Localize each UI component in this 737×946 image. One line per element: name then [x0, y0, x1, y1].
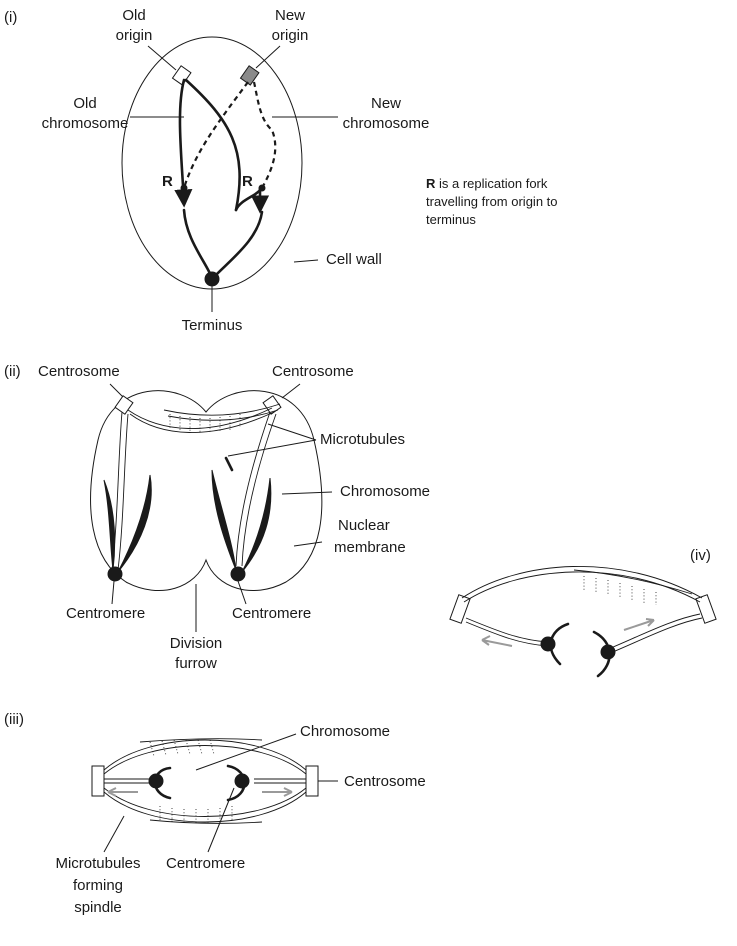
chromosome-ii-3 [212, 470, 236, 570]
fork-note-line-2: travelling from origin to [426, 194, 558, 209]
centrosome-iii-right [306, 766, 318, 796]
panel-ii-tag: (ii) [4, 363, 21, 380]
cell-wall-label: Cell wall [326, 251, 382, 268]
centrosome-left-label: Centrosome [38, 363, 120, 380]
mt-iii-top-rail-a [104, 740, 306, 770]
mt-iii-top-rail-b [104, 746, 306, 775]
new-chromosome-label-2: chromosome [343, 115, 430, 132]
division-furrow-label-1: Division [170, 635, 223, 652]
microtubules-leader-a [228, 440, 316, 456]
fork-left-label: R [162, 173, 173, 190]
mt-iii-right-spindle [254, 779, 306, 783]
mt-iii-label-2: forming [73, 877, 123, 894]
chromosome-ii-2 [118, 475, 151, 572]
old-origin-label-1: Old [122, 7, 145, 24]
arrow-iii-left [108, 788, 138, 796]
new-origin-label-2: origin [272, 27, 309, 44]
terminus-dot [205, 272, 219, 286]
mt-iii-left-spindle [104, 779, 156, 783]
centromere-ii-left [108, 567, 122, 581]
panel-iv-tag: (iv) [690, 547, 711, 564]
new-chromosome-right-dashed [254, 82, 275, 188]
old-origin-label-2: origin [116, 27, 153, 44]
centromere-ii-right-leader [238, 581, 246, 604]
division-furrow-label-2: furrow [175, 655, 217, 672]
centromere-iv-left [541, 637, 555, 651]
microtubules-leader-b [268, 424, 316, 440]
mt-iii-label-3: spindle [74, 899, 122, 916]
new-origin-box [240, 66, 258, 85]
centrosome-iii-label: Centrosome [344, 773, 426, 790]
centromere-ii-right-label: Centromere [232, 605, 311, 622]
centromere-iii-left [149, 774, 163, 788]
mt-iii-leader [104, 816, 124, 852]
old-origin-leader [148, 46, 176, 70]
centromere-ii-left-leader [112, 581, 114, 604]
microtubules-label: Microtubules [320, 431, 405, 448]
cell-wall-leader [294, 260, 318, 262]
old-chromosome-lower-left [184, 210, 212, 278]
panel-iii: (iii) Chromosome Centrosome Centromere [4, 711, 426, 916]
chromosome-ii-label: Chromosome [340, 483, 430, 500]
centrosome-left-leader [110, 384, 124, 398]
centrosome-right-label: Centrosome [272, 363, 354, 380]
panel-iii-tag: (iii) [4, 711, 24, 728]
panel-iv: (iv) [450, 547, 716, 676]
terminus-label: Terminus [182, 317, 243, 334]
panel-i: (i) R R Terminus Old origin New origin [4, 7, 558, 334]
centrosome-right-leader [282, 384, 300, 398]
chromosome-ii-leader [282, 492, 332, 494]
new-chromosome-label-1: New [371, 95, 401, 112]
centromere-ii-left-label: Centromere [66, 605, 145, 622]
centromere-iii-label: Centromere [166, 855, 245, 872]
microtubules-stub [226, 458, 232, 470]
panel-ii: (ii) Centrosome Centrosome Microtubules [4, 363, 430, 672]
new-origin-label-1: New [275, 7, 305, 24]
centromere-iv-right [601, 645, 615, 659]
chromosome-iii-label: Chromosome [300, 723, 390, 740]
chromosome-ii-1 [104, 480, 115, 570]
fork-note-line-3: terminus [426, 212, 476, 227]
mt-left-rail-b [118, 414, 128, 570]
nuclear-membrane-label-2: membrane [334, 539, 406, 556]
cell-wall-outline [122, 37, 302, 289]
centromere-iii-right [235, 774, 249, 788]
old-chromosome-label-2: chromosome [42, 115, 129, 132]
old-chromosome-label-1: Old [73, 95, 96, 112]
old-chromosome-cross-strand [186, 80, 240, 210]
fork-right-label: R [242, 173, 253, 190]
nuclear-membrane-leader [294, 542, 322, 546]
mt-iii-label-1: Microtubules [55, 855, 140, 872]
centrosome-iii-left [92, 766, 104, 796]
centrosome-iv-left [450, 595, 470, 624]
centromere-iii-leader [208, 788, 234, 852]
mt-upper2-rail-a [164, 404, 280, 415]
fork-note-line-1: R is a replication fork [426, 176, 548, 191]
mt-iv-right-rail-b [608, 618, 702, 654]
panel-i-tag: (i) [4, 9, 17, 26]
mt-iii-bottom-rail-a [104, 792, 306, 822]
old-chromosome-lower-right [213, 212, 262, 278]
mt-iv-outer-rail-b [464, 572, 700, 602]
arrow-iii-right [262, 788, 292, 796]
arrow-iv-right [624, 619, 654, 630]
replication-fork-left [181, 185, 187, 191]
replication-fork-right [259, 185, 265, 191]
centromere-ii-right [231, 567, 245, 581]
mt-iv-upper-rail [574, 570, 692, 594]
nuclear-membrane-label-1: Nuclear [338, 517, 390, 534]
mt-iv-left-rail-a [466, 618, 548, 642]
mt-iii-inner-top-rungs [150, 740, 214, 756]
